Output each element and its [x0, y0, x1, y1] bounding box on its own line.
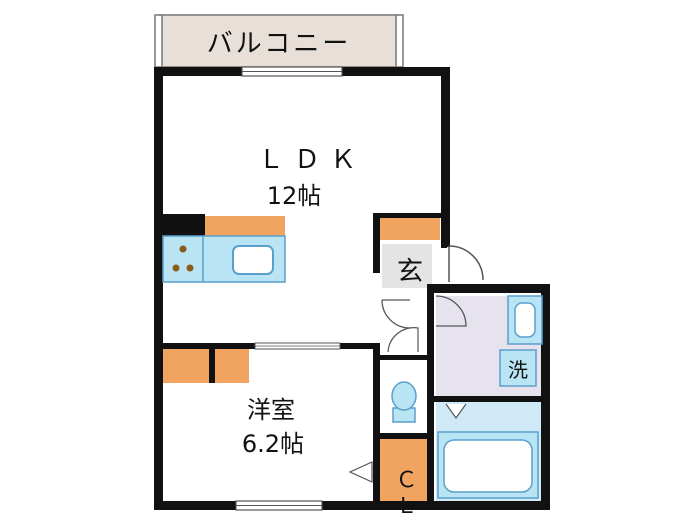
balcony-label: バルコニー — [207, 29, 351, 59]
entrance-door-icon — [448, 245, 484, 282]
entrance: 玄 — [380, 218, 484, 329]
washer-label: 洗 — [508, 358, 528, 382]
closet-door-icon — [381, 299, 411, 329]
closet-door-marker — [348, 461, 373, 483]
ldk-label: ＬＤＫ — [258, 145, 366, 175]
toilet — [380, 327, 427, 433]
western-room-size-label: 6.2帖 — [242, 430, 304, 458]
walls — [154, 67, 550, 510]
stove-icon — [172, 245, 194, 272]
closet-label: ＣＬ — [392, 468, 417, 520]
washer-space — [499, 349, 537, 387]
entrance-label: 玄 — [397, 257, 423, 287]
toilet-icon — [391, 381, 417, 411]
ldk-size-label: 12帖 — [267, 182, 322, 210]
western-room-label: 洋室 — [247, 396, 295, 424]
entrance-floor — [382, 244, 432, 288]
kitchen-sink — [232, 245, 274, 275]
balcony: バルコニー — [154, 14, 404, 68]
washroom: 洗 — [435, 295, 543, 387]
bathroom — [437, 403, 539, 499]
washroom-door-icon — [435, 295, 467, 327]
toilet-door-icon — [387, 327, 419, 353]
kitchen-counter — [162, 216, 286, 283]
closet: ＣＬ — [348, 439, 427, 520]
windows — [235, 66, 343, 511]
bathroom-door-marker — [445, 403, 467, 420]
western-storage — [163, 349, 249, 383]
